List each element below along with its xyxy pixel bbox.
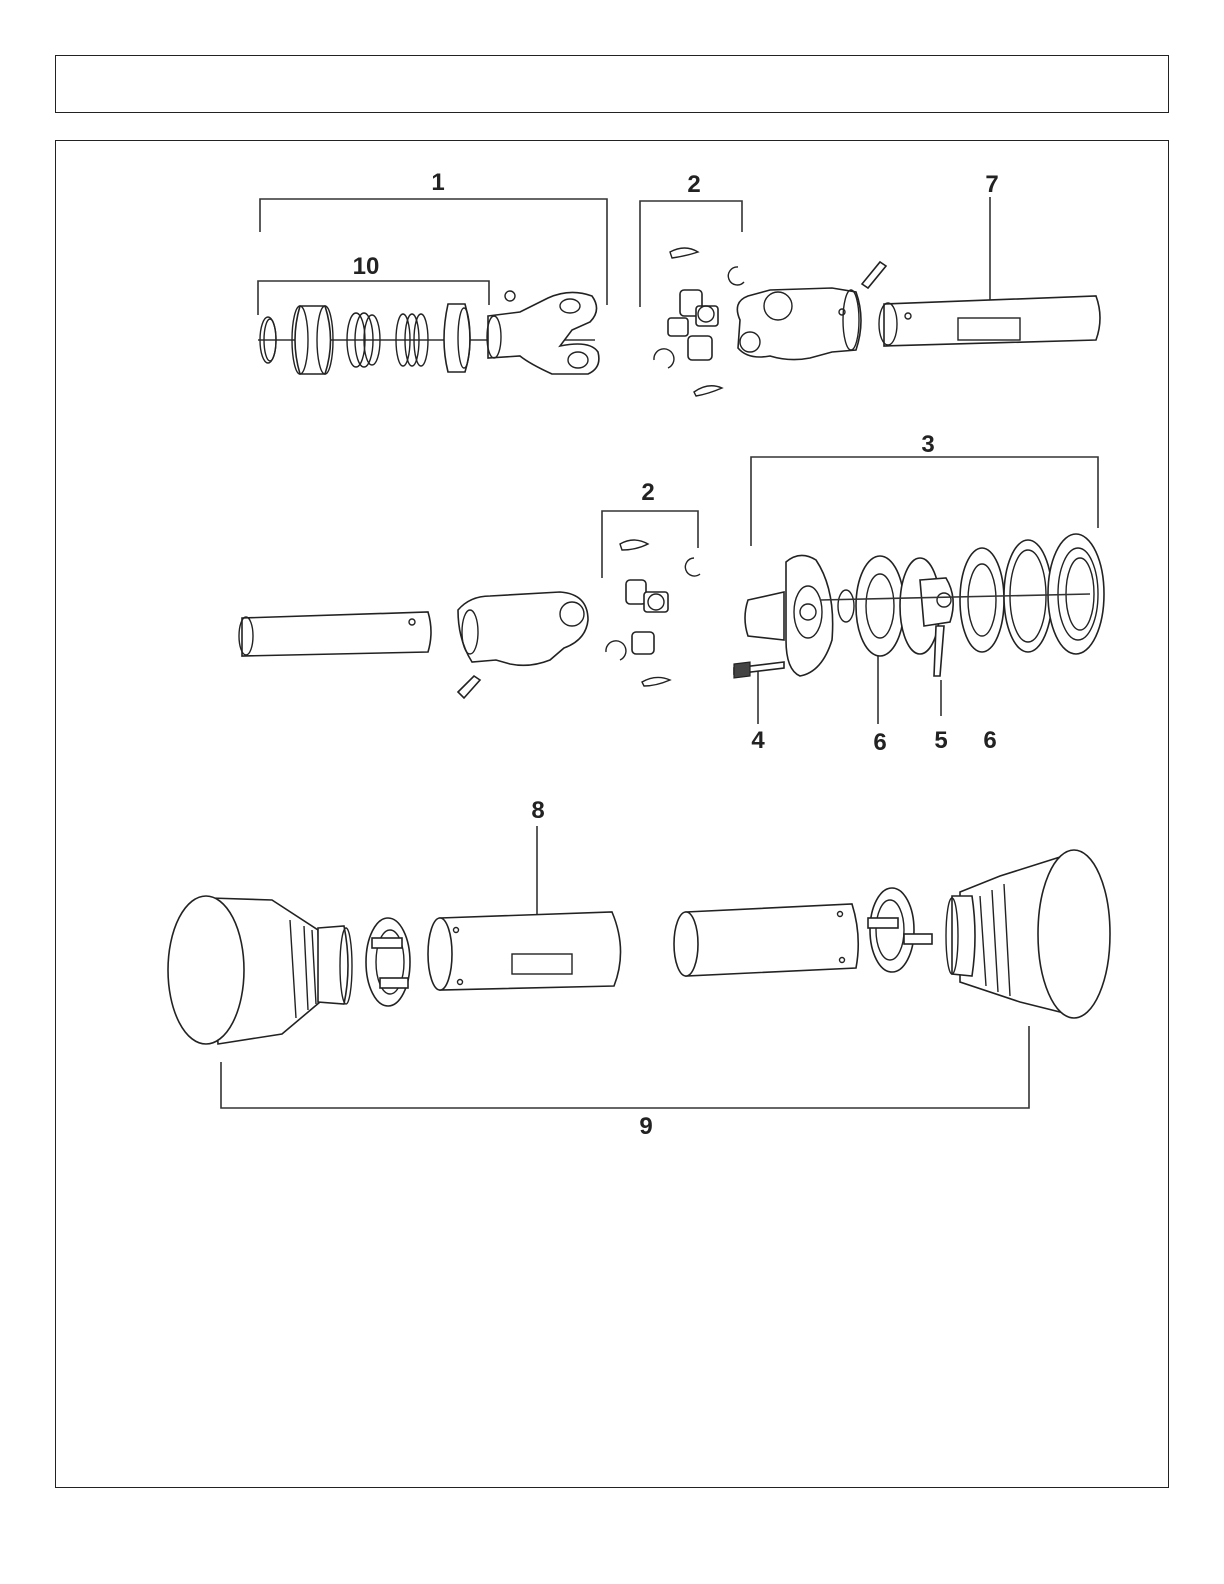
cross-kit-lower	[606, 540, 700, 686]
pin-upper	[862, 262, 886, 288]
guard-cone-left	[168, 896, 352, 1044]
friction-disc-6b	[960, 548, 1004, 652]
callout-8: 8	[531, 797, 544, 824]
yoke-part-1	[487, 291, 599, 374]
tube-yoke-upper	[737, 288, 861, 360]
callout-2-lower: 2	[641, 479, 654, 506]
callout-10: 10	[353, 253, 380, 280]
tube-lower	[239, 612, 431, 656]
bearing-ring-right	[868, 888, 932, 972]
callout-7: 7	[985, 171, 998, 198]
callout-3: 3	[921, 431, 934, 458]
bracket-9	[221, 1026, 1029, 1108]
hub-part-5	[900, 558, 953, 676]
spacer-ring	[838, 590, 854, 622]
callout-6a: 6	[873, 729, 886, 756]
friction-disc-6a	[856, 556, 904, 656]
bracket-2-lower	[602, 511, 698, 578]
guard-tube-part-8	[428, 912, 621, 990]
callout-5: 5	[934, 727, 947, 754]
bracket-1	[260, 199, 607, 305]
callout-6b: 6	[983, 727, 996, 754]
tube-part-7	[879, 296, 1100, 346]
sleeve-part-10	[292, 306, 333, 374]
bracket-3	[751, 457, 1098, 546]
guard-tube-right	[674, 904, 858, 976]
collar-part-10	[444, 304, 470, 372]
flange-yoke-part-3	[745, 555, 833, 676]
cross-kit-upper	[654, 248, 744, 396]
callout-4: 4	[751, 727, 765, 754]
callout-2-upper: 2	[687, 171, 700, 198]
guard-cone-right	[946, 850, 1110, 1018]
callout-9: 9	[639, 1113, 652, 1140]
callout-1: 1	[431, 169, 444, 196]
bearing-ring-left	[366, 918, 410, 1006]
bolt-part-4	[734, 662, 784, 678]
tube-yoke-lower	[458, 592, 588, 698]
